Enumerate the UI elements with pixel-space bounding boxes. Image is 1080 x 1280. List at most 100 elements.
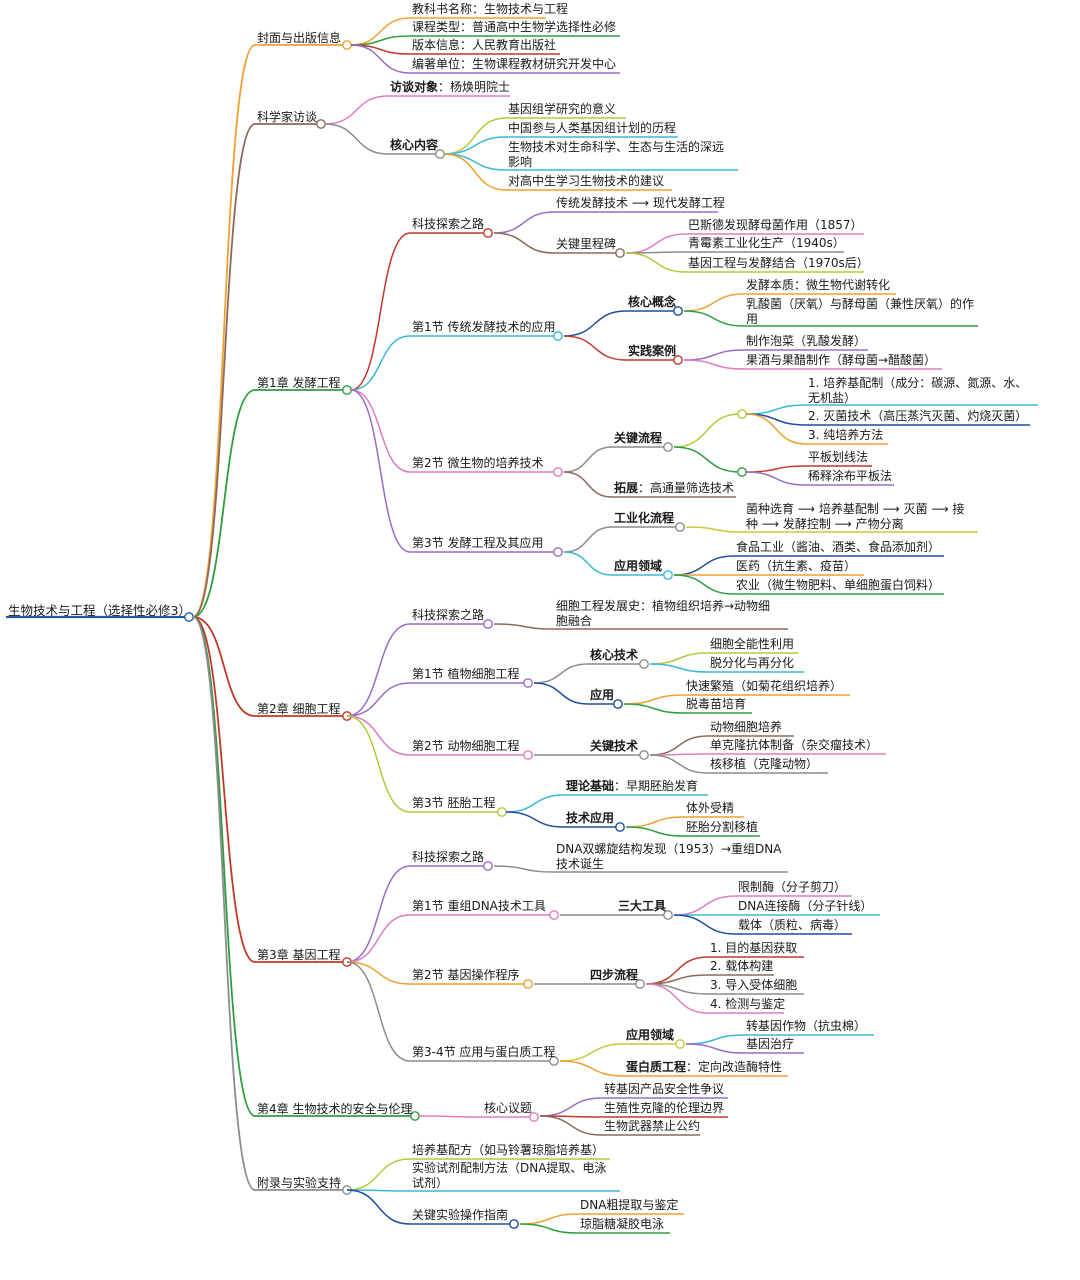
ch1-s2[interactable]: 第2节 微生物的培养技术 bbox=[412, 456, 544, 470]
interview-c3[interactable]: 生物技术对生命科学、生态与生活的深远影响 bbox=[508, 140, 725, 169]
ch3-s34-app[interactable]: 应用领域 bbox=[626, 1028, 675, 1042]
ch2-s3-theory[interactable]: 理论基础：早期胚胎发育 bbox=[566, 779, 698, 794]
ch1-explore-trad[interactable]: 传统发酵技术 ⟶ 现代发酵工程 bbox=[556, 196, 725, 210]
appendix-a1[interactable]: 培养基配方（如马铃薯琼脂培养基） bbox=[412, 1143, 605, 1157]
collapse-toggle[interactable] bbox=[613, 699, 623, 709]
ch1-s1-case1[interactable]: 制作泡菜（乳酸发酵） bbox=[746, 334, 867, 348]
branch-ch2[interactable]: 第2章 细胞工程 bbox=[257, 702, 341, 716]
ch3-s2-s3[interactable]: 3. 导入受体细胞 bbox=[710, 978, 798, 992]
ch4-i3[interactable]: 生物武器禁止公约 bbox=[604, 1119, 701, 1133]
ch3-s1-t2[interactable]: DNA连接酶（分子针线） bbox=[738, 899, 873, 913]
appendix-g2[interactable]: 琼脂糖凝胶电泳 bbox=[580, 1217, 665, 1231]
cover-type[interactable]: 课程类型：普通高中生物学选择性必修 bbox=[412, 20, 617, 34]
ch1-s1-case[interactable]: 实践案例 bbox=[628, 344, 677, 358]
ch3-explore[interactable]: 科技探索之路 bbox=[412, 850, 485, 864]
ch1-s2-flow[interactable]: 关键流程 bbox=[614, 431, 663, 445]
ch2-s2-t2[interactable]: 单克隆抗体制备（杂交瘤技术） bbox=[710, 738, 879, 752]
ch3-s34-a1[interactable]: 转基因作物（抗虫棉） bbox=[746, 1019, 867, 1033]
ch2-s3[interactable]: 第3节 胚胎工程 bbox=[412, 796, 496, 810]
collapse-toggle[interactable] bbox=[663, 910, 673, 920]
branch-ch3[interactable]: 第3章 基因工程 bbox=[257, 948, 341, 962]
collapse-toggle[interactable] bbox=[483, 861, 493, 871]
branch-ch1[interactable]: 第1章 发酵工程 bbox=[257, 376, 341, 390]
ch1-s3-flow[interactable]: 工业化流程 bbox=[614, 511, 675, 525]
collapse-toggle[interactable] bbox=[635, 979, 645, 989]
collapse-toggle[interactable] bbox=[529, 1112, 539, 1122]
branch-appendix[interactable]: 附录与实验支持 bbox=[257, 1176, 342, 1190]
collapse-toggle[interactable] bbox=[615, 248, 625, 258]
ch2-s3-t2[interactable]: 胚胎分割移植 bbox=[686, 820, 759, 834]
ch3-s34-a2[interactable]: 基因治疗 bbox=[746, 1037, 795, 1051]
ch1-s1-core1[interactable]: 发酵本质：微生物代谢转化 bbox=[746, 278, 891, 292]
ch1-m3[interactable]: 基因工程与发酵结合（1970s后） bbox=[688, 256, 869, 270]
ch1-s3-a3[interactable]: 农业（微生物肥料、单细胞蛋白饲料） bbox=[736, 578, 941, 592]
interview-core[interactable]: 核心内容 bbox=[390, 138, 439, 152]
cover-editor[interactable]: 编著单位：生物课程教材研究开发中心 bbox=[412, 57, 617, 71]
cover-edition[interactable]: 版本信息：人民教育出版社 bbox=[412, 38, 557, 52]
ch2-s1-tech[interactable]: 核心技术 bbox=[590, 648, 639, 662]
ch1-s3-flow-text[interactable]: 菌种选育 ⟶ 培养基配制 ⟶ 灭菌 ⟶ 接种 ⟶ 发酵控制 ⟶ 产物分离 bbox=[746, 502, 965, 531]
ch1-explore[interactable]: 科技探索之路 bbox=[412, 217, 485, 231]
ch2-s2[interactable]: 第2节 动物细胞工程 bbox=[412, 739, 520, 753]
ch2-s1[interactable]: 第1节 植物细胞工程 bbox=[412, 667, 520, 681]
ch2-s2-t3[interactable]: 核移植（克隆动物） bbox=[710, 757, 819, 771]
ch1-s2-p2[interactable]: 稀释涂布平板法 bbox=[808, 469, 893, 483]
ch2-s1-t2[interactable]: 脱分化与再分化 bbox=[710, 656, 795, 670]
ch1-milestones[interactable]: 关键里程碑 bbox=[556, 237, 617, 251]
ch2-s1-a2[interactable]: 脱毒苗培育 bbox=[686, 697, 747, 711]
branch-ch4[interactable]: 第4章 生物技术的安全与伦理 bbox=[257, 1102, 413, 1116]
collapse-toggle[interactable] bbox=[675, 522, 685, 532]
appendix-g1[interactable]: DNA粗提取与鉴定 bbox=[580, 1198, 679, 1212]
collapse-toggle[interactable] bbox=[663, 570, 673, 580]
ch2-s1-t1[interactable]: 细胞全能性利用 bbox=[710, 637, 795, 651]
collapse-toggle[interactable] bbox=[639, 659, 649, 669]
collapse-toggle[interactable] bbox=[509, 1219, 519, 1229]
appendix-guide[interactable]: 关键实验操作指南 bbox=[412, 1208, 509, 1222]
ch1-s2-ext[interactable]: 拓展：高通量筛选技术 bbox=[614, 481, 734, 496]
ch3-s2[interactable]: 第2节 基因操作程序 bbox=[412, 968, 520, 982]
ch4-issues[interactable]: 核心议题 bbox=[484, 1101, 533, 1115]
ch1-m1[interactable]: 巴斯德发现酵母菌作用（1857） bbox=[688, 218, 863, 232]
ch2-s2-t1[interactable]: 动物细胞培养 bbox=[710, 720, 783, 734]
ch2-s1-a1[interactable]: 快速繁殖（如菊花组织培养） bbox=[686, 679, 843, 693]
collapse-toggle[interactable] bbox=[663, 442, 673, 452]
collapse-toggle[interactable] bbox=[483, 228, 493, 238]
collapse-toggle[interactable] bbox=[639, 750, 649, 760]
branch-interview[interactable]: 科学家访谈 bbox=[257, 110, 318, 124]
ch1-s2-f3[interactable]: 3. 纯培养方法 bbox=[808, 428, 884, 442]
ch3-s1-tools[interactable]: 三大工具 bbox=[618, 899, 667, 913]
ch1-s2-f1[interactable]: 1. 培养基配制（成分：碳源、氮源、水、无机盐） bbox=[808, 376, 1028, 405]
ch1-s2-f2[interactable]: 2. 灭菌技术（高压蒸汽灭菌、灼烧灭菌） bbox=[808, 409, 1028, 423]
ch4-i2[interactable]: 生殖性克隆的伦理边界 bbox=[604, 1101, 725, 1115]
ch3-s2-s2[interactable]: 2. 载体构建 bbox=[710, 959, 774, 973]
ch2-s1-app[interactable]: 应用 bbox=[590, 688, 615, 702]
collapse-toggle[interactable] bbox=[523, 678, 533, 688]
ch1-s1-core2[interactable]: 乳酸菌（厌氧）与酵母菌（兼性厌氧）的作用 bbox=[746, 297, 975, 326]
interview-c4[interactable]: 对高中生学习生物技术的建议 bbox=[508, 174, 665, 188]
cover-book[interactable]: 教科书名称：生物技术与工程 bbox=[412, 2, 569, 16]
ch3-s34-pe[interactable]: 蛋白质工程：定向改造酶特性 bbox=[626, 1060, 782, 1075]
ch3-s2-s4[interactable]: 4. 检测与鉴定 bbox=[710, 997, 786, 1011]
ch3-s2-s1[interactable]: 1. 目的基因获取 bbox=[710, 941, 798, 955]
collapse-toggle[interactable] bbox=[673, 306, 683, 316]
branch-cover[interactable]: 封面与出版信息 bbox=[257, 31, 342, 45]
ch3-s1-t1[interactable]: 限制酶（分子剪刀） bbox=[738, 880, 847, 894]
ch3-s1-t3[interactable]: 载体（质粒、病毒） bbox=[738, 918, 847, 932]
ch2-explore-text[interactable]: 细胞工程发展史：植物组织培养→动物细胞融合 bbox=[556, 599, 771, 628]
collapse-toggle[interactable] bbox=[523, 979, 533, 989]
collapse-toggle[interactable] bbox=[673, 355, 683, 365]
interview-c1[interactable]: 基因组学研究的意义 bbox=[508, 102, 617, 116]
collapse-toggle[interactable] bbox=[549, 1056, 559, 1066]
appendix-a2[interactable]: 实验试剂配制方法（DNA提取、电泳试剂） bbox=[412, 1161, 607, 1190]
ch2-s3-tech[interactable]: 技术应用 bbox=[566, 811, 615, 825]
collapse-toggle[interactable] bbox=[553, 331, 563, 341]
ch1-s1-case2[interactable]: 果酒与果醋制作（酵母菌→醋酸菌） bbox=[746, 353, 937, 367]
collapse-toggle[interactable] bbox=[553, 467, 563, 477]
collapse-toggle[interactable] bbox=[549, 910, 559, 920]
ch1-s3[interactable]: 第3节 发酵工程及其应用 bbox=[412, 536, 544, 550]
collapse-toggle[interactable] bbox=[675, 1039, 685, 1049]
collapse-toggle[interactable] bbox=[615, 822, 625, 832]
interview-c2[interactable]: 中国参与人类基因组计划的历程 bbox=[508, 121, 677, 135]
ch1-m2[interactable]: 青霉素工业化生产（1940s） bbox=[688, 236, 845, 250]
ch1-s3-a2[interactable]: 医药（抗生素、疫苗） bbox=[736, 559, 857, 573]
